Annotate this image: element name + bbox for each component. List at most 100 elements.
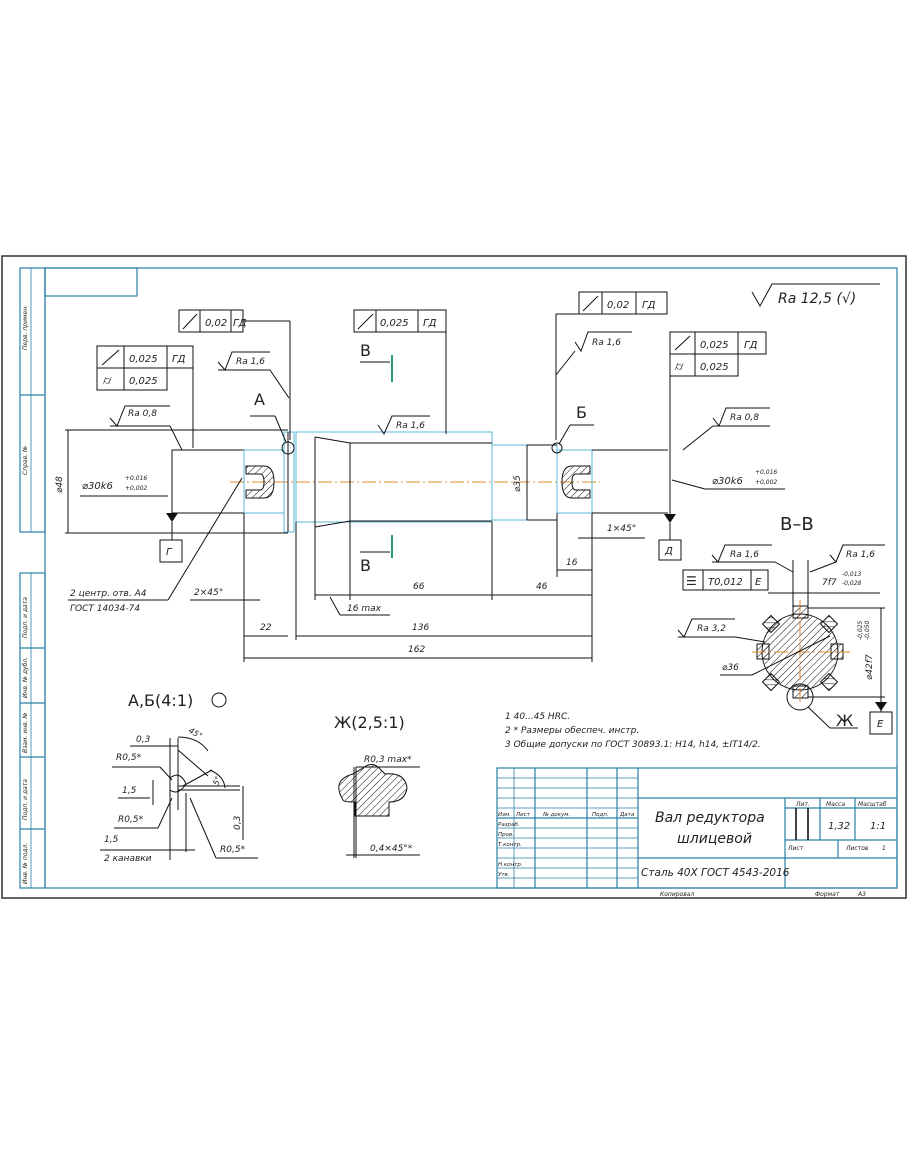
detail-ab: А,Б(4:1) 0,3 45° R0,5* 1,5 5° R0,5* 0,3 … <box>100 691 258 864</box>
tol-right-cyl: 0,025 <box>700 362 729 373</box>
stamp-6: Инв. № подл. <box>22 843 29 884</box>
cylindricity-icon: ⌭ <box>103 373 112 387</box>
dim-162: 162 <box>408 645 425 655</box>
detail-ab-title: А,Б(4:1) <box>128 691 193 710</box>
ra-b: Ra 1,6 <box>555 331 632 376</box>
chamfer-left: 2×45° <box>194 588 223 598</box>
detail-zh: Ж(2,5:1) R0,3 max* 0,4×45°* <box>334 713 420 858</box>
dim-dia48-text: ⌀48 <box>55 476 65 493</box>
scale-label: Масштаб <box>858 801 887 808</box>
horizontal-dims: 22 16 max 66 46 16 136 162 <box>243 513 593 662</box>
vv-detail-label: Ж <box>836 711 853 730</box>
vv-sym-base: Е <box>755 577 762 588</box>
ab-angle5: 5° <box>211 775 223 787</box>
ab-d03-top: 0,3 <box>136 735 151 745</box>
rotated-view-icon <box>211 692 227 708</box>
dim-16max: 16 max <box>347 604 382 614</box>
dia30-right-dn: +0,002 <box>755 479 777 486</box>
label-v-top: В <box>360 341 371 360</box>
dia35-text: ⌀35 <box>513 475 523 492</box>
stamp-4: Взам. инв. № <box>22 712 29 753</box>
title-block: Изм. Лист № докум. Подп. Дата Разраб. Пр… <box>496 767 898 898</box>
ab-grooves: 2 канавки <box>104 854 152 864</box>
general-roughness: Ra 12,5 (√) <box>751 283 880 308</box>
ra-left-text: Ra 0,8 <box>128 409 157 419</box>
center-holes-1: 2 центр. отв. А4 <box>70 589 147 599</box>
role-razrab: Разраб. <box>498 822 520 828</box>
ab-r05-1: R0,5* <box>116 753 142 763</box>
vv-dia42-dn: -0,050 <box>864 620 871 640</box>
vv-dia42: ⌀42f7 <box>865 654 875 680</box>
tol-a-runout: 0,02 <box>205 318 227 329</box>
sheets-label: Листов <box>845 845 869 852</box>
copied-label: Копировал <box>660 891 694 898</box>
section-mark-top: В <box>360 341 393 382</box>
zh-radius: R0,3 max* <box>364 755 412 765</box>
stamp-0: Перв. примен. <box>22 305 29 350</box>
ab-d03-right: 0,3 <box>233 815 243 830</box>
center-holes-2: ГОСТ 14034-74 <box>70 604 140 614</box>
dim-136: 136 <box>412 623 429 633</box>
format-label: Формат <box>815 891 840 898</box>
hdr-izm: Изм. <box>498 812 511 818</box>
sheet-border <box>1 255 907 899</box>
vv-base-e: Е <box>877 719 884 730</box>
label-a: А <box>254 390 265 409</box>
lit-label: Лит. <box>795 801 810 808</box>
part-title-1: Вал редуктора <box>655 810 765 826</box>
label-v-bottom: В <box>360 556 371 575</box>
base-d: Д <box>664 546 673 557</box>
section-vv-title: В–В <box>780 514 814 535</box>
mass-label: Масса <box>826 801 845 808</box>
general-roughness-text: Ra 12,5 (√) <box>778 291 856 307</box>
dia30-left-text: ⌀30k6 <box>82 481 113 492</box>
mass-value: 1,32 <box>828 821 850 832</box>
ra-mid: Ra 1,6 <box>377 415 430 436</box>
stamp-2: Подп. и дата <box>22 597 29 638</box>
ra-right-text: Ra 0,8 <box>730 413 759 423</box>
tol-left-cyl: 0,025 <box>129 376 158 387</box>
vv-dia42-up: -0,025 <box>857 620 864 640</box>
zh-chamfer: 0,4×45°* <box>370 844 413 854</box>
base-g-box <box>159 539 183 563</box>
role-tkontr: Т.контр. <box>498 842 522 848</box>
cylindricity-icon-right: ⌭ <box>675 359 684 373</box>
stamp-5: Подп. и дата <box>22 779 29 820</box>
dim-46: 46 <box>536 582 548 592</box>
dia30-right-up: +0,016 <box>755 469 777 476</box>
role-prov: Пров. <box>498 832 514 838</box>
note-2: 2 * Размеры обеспеч. инстр. <box>505 726 639 736</box>
ra-b-text: Ra 1,6 <box>592 338 621 348</box>
dia30-left-up: +0,016 <box>125 475 147 482</box>
label-b: Б <box>576 403 587 422</box>
vv-width-up: -0,013 <box>842 571 862 578</box>
part-title-2: шлицевой <box>677 831 752 847</box>
note-3: 3 Общие допуски по ГОСТ 30893.1: H14, h1… <box>505 740 761 750</box>
role-nkontr: Н.контр. <box>498 862 523 868</box>
vv-width-dn: -0,028 <box>842 580 862 587</box>
ab-r05-3: R0,5* <box>220 845 246 855</box>
tol-b-base: ГД <box>642 300 656 311</box>
symmetry-icon: ☰ <box>686 574 697 588</box>
dim-66: 66 <box>413 582 425 592</box>
tol-a-base: ГД <box>233 318 247 329</box>
material: Сталь 40Х ГОСТ 4543-2016 <box>641 867 790 879</box>
tol-right-base: ГД <box>744 340 758 351</box>
vv-ra-body: Ra 3,2 <box>697 624 726 634</box>
tol-left-runout: 0,025 <box>129 354 158 365</box>
ab-d15: 1,5 <box>122 786 137 796</box>
ab-d15-bottom: 1,5 <box>104 835 119 845</box>
tol-right-runout: 0,025 <box>700 340 729 351</box>
stamp-3: Инв. № дубл. <box>22 657 29 698</box>
vv-ra-left: Ra 1,6 <box>730 550 759 560</box>
dim-16: 16 <box>566 558 578 568</box>
ra-mid-text: Ra 1,6 <box>396 421 425 431</box>
scale-value: 1:1 <box>870 821 886 832</box>
tol-frame-mid: 0,025 ГД <box>353 309 447 434</box>
technical-notes: 1 40...45 HRC. 2 * Размеры обеспеч. инст… <box>505 712 761 750</box>
hdr-sign: Подп. <box>592 812 609 818</box>
hdr-doc: № докум. <box>542 812 570 818</box>
stamp-1: Справ. № <box>22 446 29 475</box>
vv-dia36: ⌀36 <box>722 663 739 673</box>
ab-r05-2: R0,5* <box>118 815 144 825</box>
